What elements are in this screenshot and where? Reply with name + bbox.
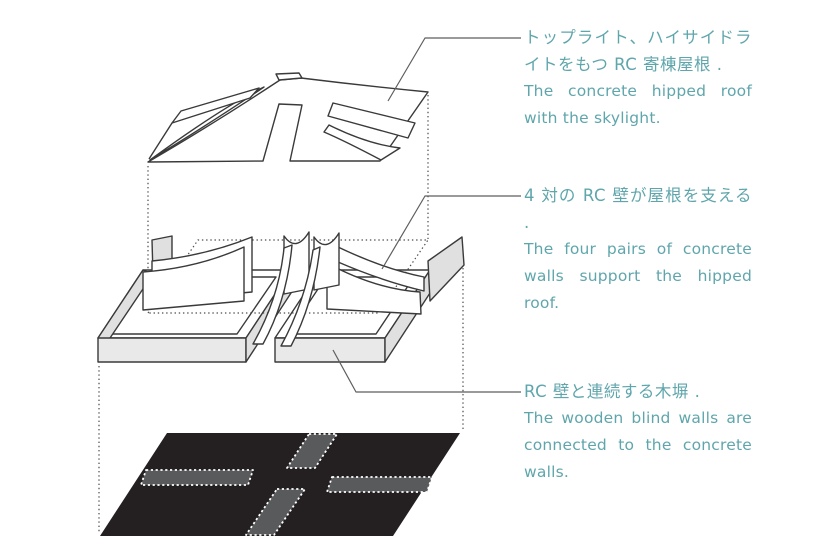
plan-strip-west	[140, 469, 254, 486]
plan-strip-south	[245, 488, 306, 536]
site-plan-drawing	[100, 433, 460, 536]
annotation-walls: 4 対の RC 壁が屋根を支える . The four pairs of con…	[524, 182, 752, 317]
center-blade-left	[252, 244, 293, 345]
leader-fence	[332, 349, 521, 393]
left-tray-front-face	[97, 337, 247, 363]
roof-right-skylight-band	[323, 124, 401, 161]
leader-lines	[332, 37, 521, 393]
annotation-roof-jp: トップライト、ハイサイドライトをもつ RC 寄棟屋根 .	[524, 28, 752, 74]
concrete-walls-drawing	[142, 231, 465, 347]
far-right-wall-cap	[427, 236, 465, 302]
leader-roof	[387, 37, 521, 102]
roof-left-fold-line	[148, 122, 173, 160]
leader-walls	[381, 195, 521, 270]
roof-drawing	[147, 72, 429, 163]
annotation-fence-en: The wooden blind walls are connected to …	[524, 409, 752, 481]
annotation-roof-en: The concrete hipped roof with the skylig…	[524, 82, 752, 127]
annotation-fence-jp: RC 壁と連続する木塀 .	[524, 382, 701, 401]
roof-right-skylight-opening	[327, 102, 416, 139]
roof-left-skylight-slit	[149, 86, 265, 161]
annotation-fence: RC 壁と連続する木塀 . The wooden blind walls are…	[524, 378, 752, 486]
annotation-walls-jp: 4 対の RC 壁が屋根を支える .	[524, 186, 752, 232]
right-wall-front	[326, 262, 422, 315]
center-blade-right	[280, 246, 321, 347]
plan-strip-north	[286, 433, 338, 469]
annotation-walls-en: The four pairs of concrete walls support…	[524, 240, 752, 312]
site-plan-base	[100, 433, 460, 536]
annotation-roof: トップライト、ハイサイドライトをもつ RC 寄棟屋根 . The concret…	[524, 24, 752, 132]
plan-strip-east	[326, 476, 433, 493]
right-wall-back	[337, 246, 425, 292]
roof-left-skylight-band	[171, 87, 260, 124]
left-wall-front	[142, 246, 245, 311]
roof-ridge-skylight	[275, 72, 303, 81]
